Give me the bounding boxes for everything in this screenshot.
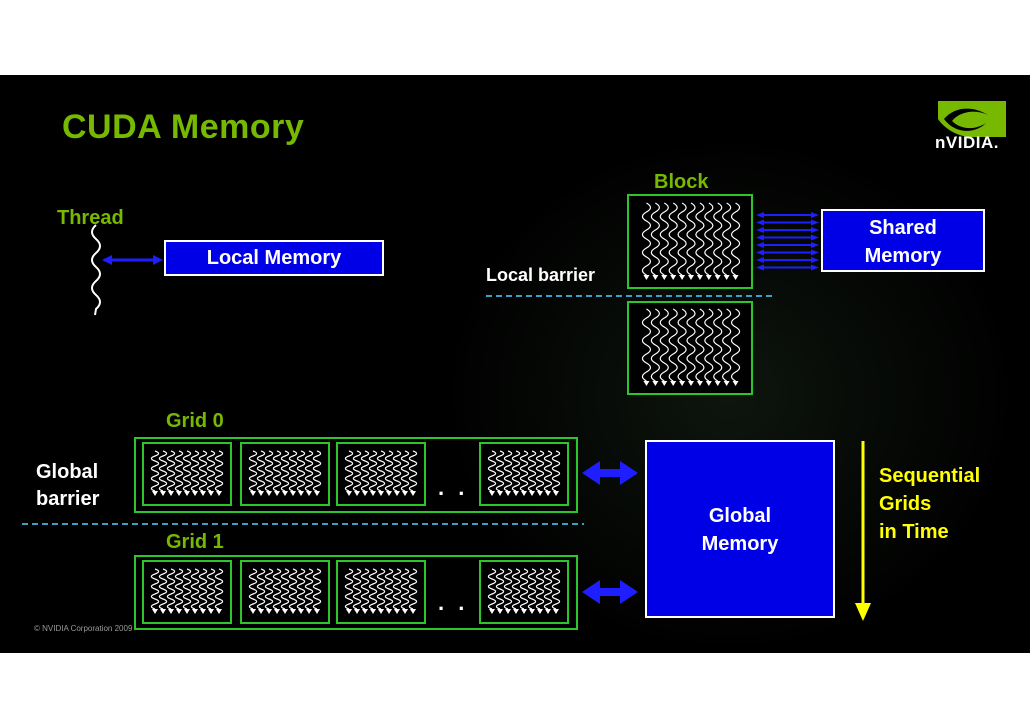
shared-memory-label-1: Shared	[869, 217, 937, 239]
nvidia-eye-icon	[938, 101, 1006, 137]
global-memory-box: Global Memory	[645, 440, 835, 618]
local-barrier-label: Local barrier	[486, 265, 596, 285]
shared-memory-arrows	[756, 212, 819, 271]
grid1-global-memory-arrow	[582, 580, 638, 604]
time-arrow-head	[855, 603, 871, 621]
grid0-box	[134, 437, 578, 513]
block-threads	[641, 202, 741, 386]
nvidia-logo-text: nVIDIA.	[935, 133, 999, 152]
grid0-label: Grid 0	[166, 410, 224, 432]
slide: CUDA Memory nVIDIA. Thread Local Memory …	[0, 75, 1030, 653]
block-label: Block	[654, 171, 709, 193]
grid-blocks	[142, 442, 569, 624]
grid1-block-1-threads	[248, 568, 322, 614]
grid1-block-2-threads	[344, 568, 418, 614]
grid0-block-3-threads	[487, 450, 561, 496]
slide-title: CUDA Memory	[62, 108, 305, 146]
global-barrier-label-2: barrier	[36, 488, 100, 510]
thread-block-top	[627, 194, 753, 289]
grid1-box	[134, 555, 578, 630]
shared-memory-box: Shared Memory	[821, 209, 985, 272]
block-bottom-threads	[641, 308, 741, 386]
thread-label: Thread	[57, 207, 124, 229]
grid0-block-0-threads	[150, 450, 224, 496]
global-memory-label-1: Global	[708, 505, 772, 527]
local-memory-label: Local Memory	[206, 247, 342, 269]
local-memory-box: Local Memory	[164, 240, 384, 276]
grid0-global-memory-arrow	[582, 461, 638, 485]
grid1-block-0-threads	[150, 568, 224, 614]
thread-squiggle-icon	[91, 224, 101, 316]
global-barrier-label-1: Global	[36, 461, 99, 483]
sequential-label-3: in Time	[879, 521, 949, 543]
grid1-label: Grid 1	[166, 531, 224, 553]
grid0-block-2-threads	[344, 450, 418, 496]
grid0-block-1-threads	[248, 450, 322, 496]
block-top-threads	[641, 202, 741, 280]
copyright-footer: © NVIDIA Corporation 2009	[34, 624, 133, 633]
shared-memory-label-2: Memory	[864, 245, 942, 267]
global-memory-label-2: Memory	[701, 533, 779, 555]
grid1-block-3-threads	[487, 568, 561, 614]
grid1-ellipsis: . . .	[438, 590, 489, 615]
sequential-label-1: Sequential	[879, 465, 981, 487]
diagram-overlay	[22, 202, 871, 624]
sequential-label-2: Grids	[879, 493, 932, 515]
grid0-ellipsis: . . .	[438, 475, 489, 500]
